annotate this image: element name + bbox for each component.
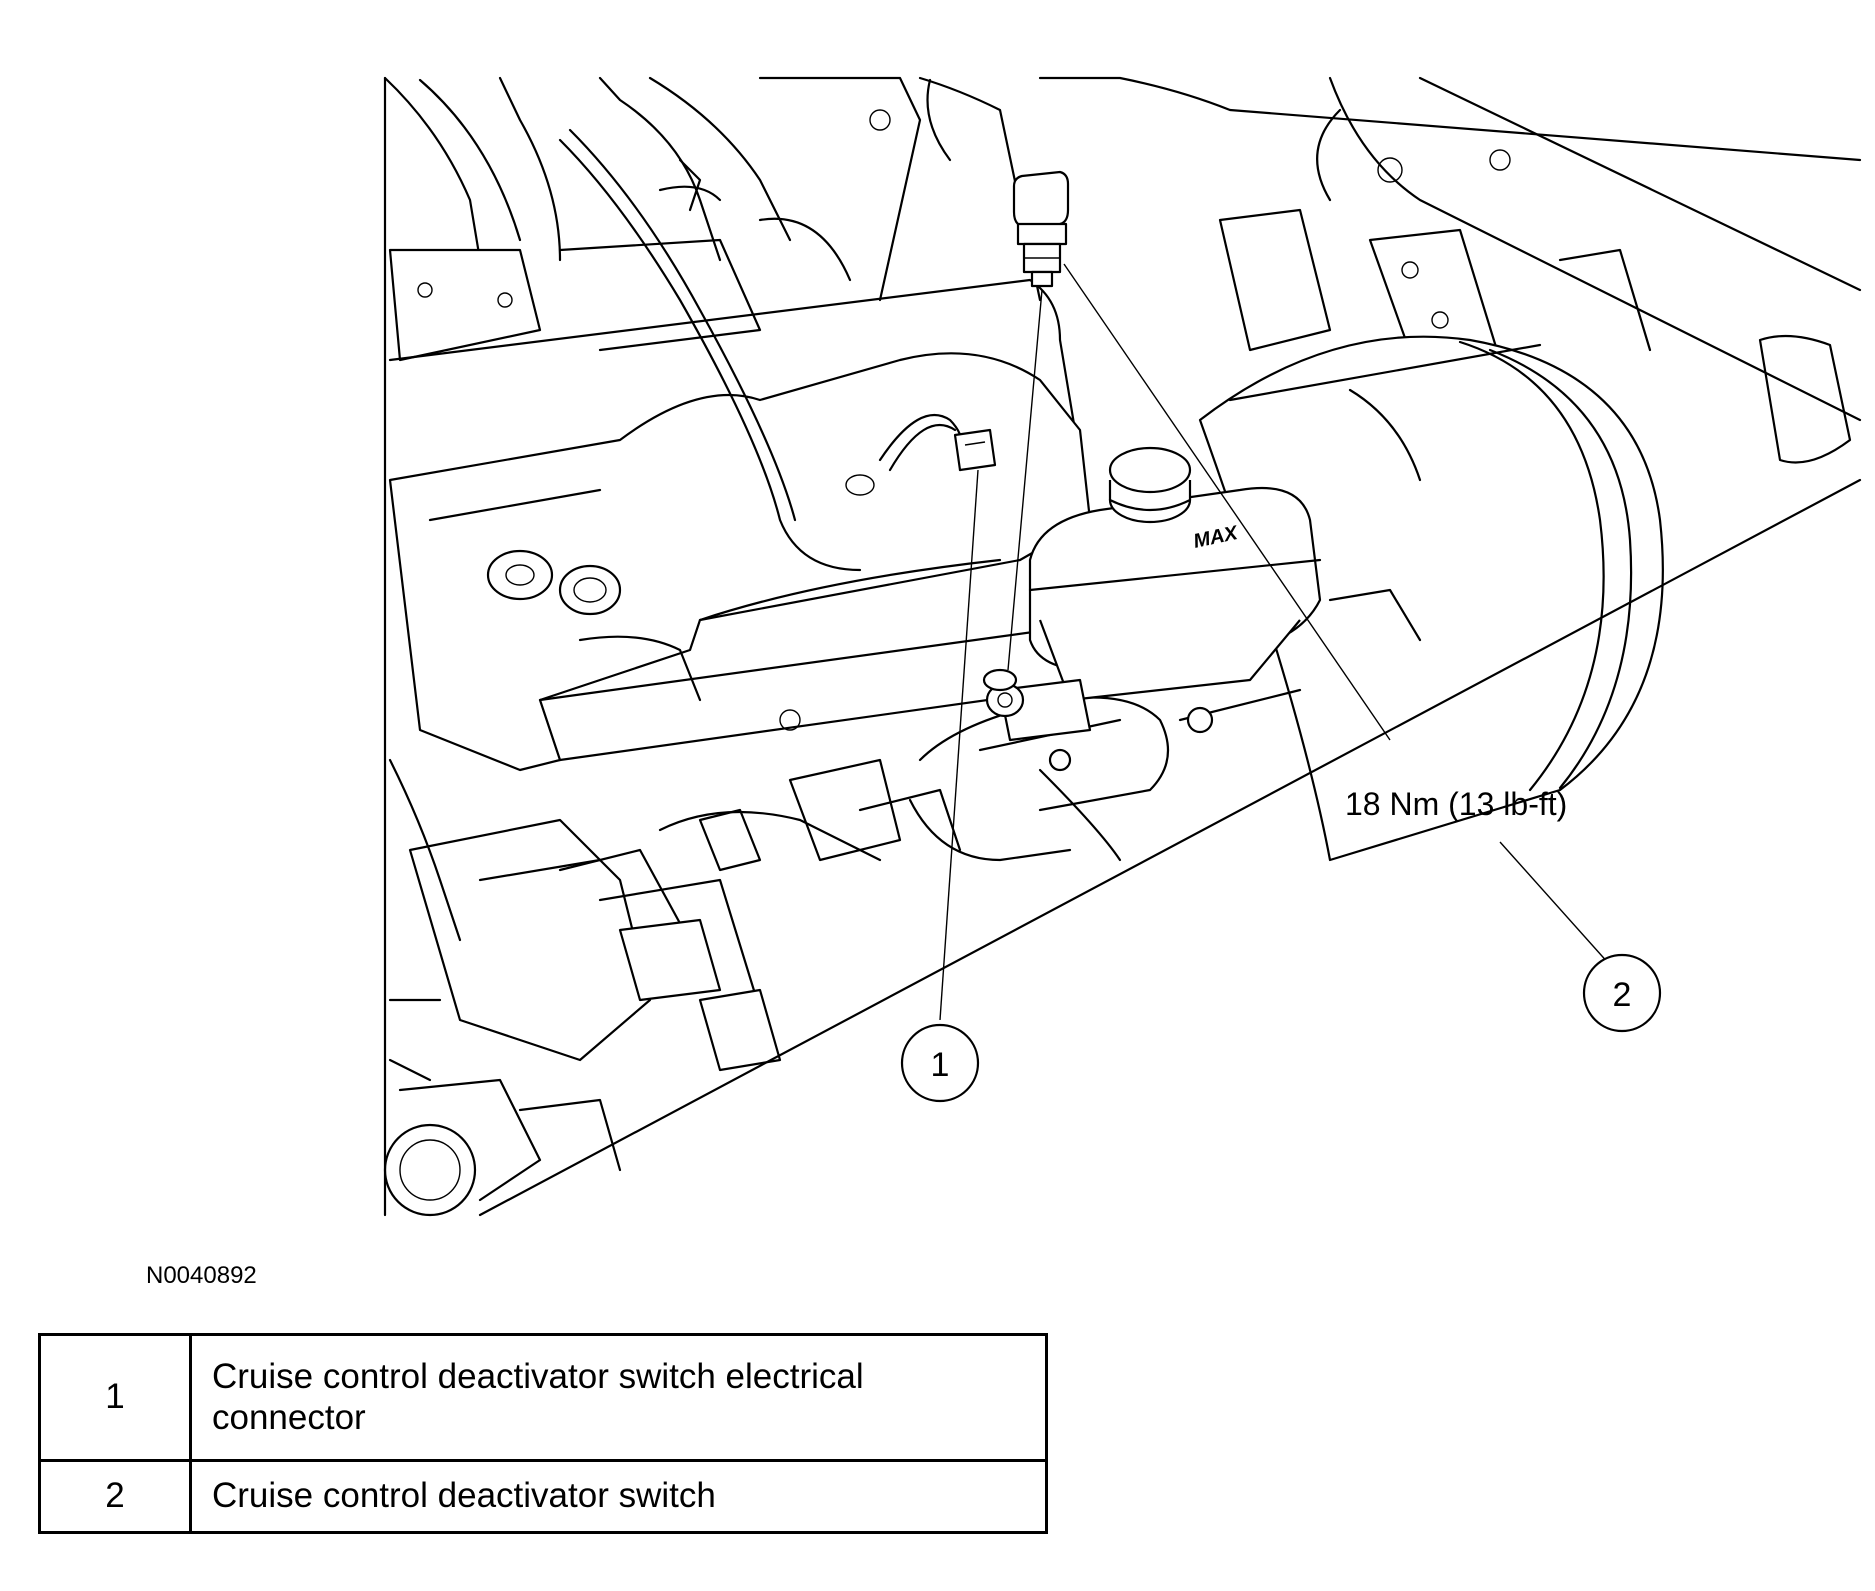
engine-block — [388, 352, 1132, 772]
table-row: 2 Cruise control deactivator switch — [38, 1459, 1048, 1534]
figure-id: N0040892 — [146, 1262, 257, 1289]
callout-1-leader — [939, 469, 979, 1021]
cutaway-boundary — [478, 478, 1862, 1217]
firewall-panel — [1038, 76, 1862, 464]
lower-engine — [383, 758, 962, 1217]
engine-compartment-illustration: MAX 18 Nm (13 lb-ft) 1 2 — [383, 76, 1862, 1217]
deactivator-switch — [982, 170, 1070, 692]
legend-number: 2 — [38, 1459, 192, 1534]
callout-2-leader-to-switch — [1063, 263, 1391, 741]
legend-description: Cruise control deactivator switch electr… — [189, 1333, 1048, 1462]
brake-booster — [1198, 335, 1664, 862]
legend-number: 1 — [38, 1333, 192, 1462]
electrical-connector — [878, 414, 997, 472]
callout-bubble-2: 2 — [1582, 953, 1662, 1033]
master-cylinder: MAX — [985, 446, 1422, 742]
callout-2-leader — [1499, 841, 1611, 966]
callout-bubble-1-number: 1 — [931, 1046, 950, 1084]
legend-description: Cruise control deactivator switch — [189, 1459, 1048, 1534]
brake-lines — [908, 688, 1302, 862]
install-guide-line — [1007, 289, 1043, 671]
table-row: 1 Cruise control deactivator switch elec… — [38, 1333, 1048, 1462]
callout-bubble-2-number: 2 — [1613, 976, 1632, 1014]
torque-callout: 18 Nm (13 lb-ft) — [1345, 786, 1567, 822]
vacuum-hose — [558, 78, 952, 572]
callout-bubble-1: 1 — [900, 1023, 980, 1103]
legend-table: 1 Cruise control deactivator switch elec… — [38, 1333, 1048, 1534]
